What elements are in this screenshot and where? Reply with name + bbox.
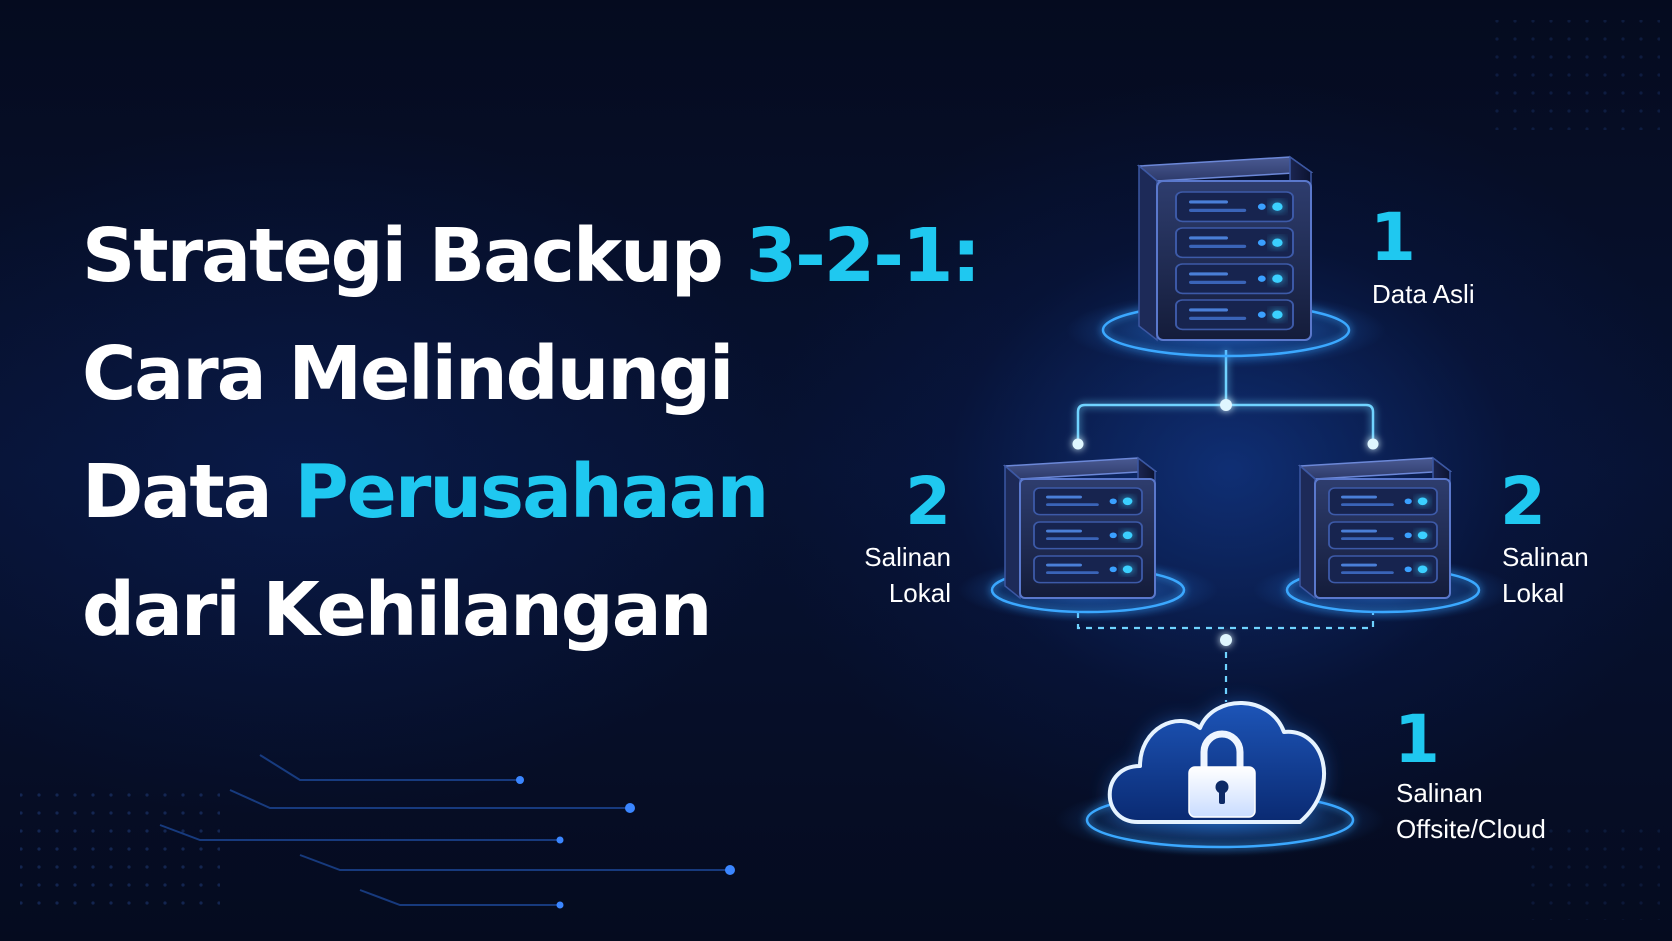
local-left-copy-count: 2 [905, 463, 951, 540]
local-right-copy-count: 2 [1500, 463, 1546, 540]
cloud-label-line-2: Offsite/Cloud [1396, 814, 1546, 844]
local-left-label-line-2: Lokal [889, 578, 951, 608]
local-right-label-line-1: Salinan [1502, 542, 1589, 572]
junction-dots [1072, 399, 1379, 646]
node-cloud: 1 Salinan Offsite/Cloud [1055, 701, 1546, 856]
dashed-connectors [1076, 612, 1375, 702]
server-icon [1003, 456, 1158, 600]
connectors [1072, 350, 1379, 702]
cloud-icon [1107, 701, 1326, 824]
headline-data-text: Data [82, 449, 295, 535]
local-left-label-line-1: Salinan [864, 542, 951, 572]
circuit-lines [159, 754, 730, 906]
dot-grid-top-right [1490, 20, 1660, 130]
server-icon [1298, 456, 1453, 600]
primary-copy-label: Data Asli [1372, 279, 1475, 309]
headline-line-3: Data Perusahaan [82, 449, 769, 535]
headline-company-accent: Perusahaan [294, 449, 769, 535]
node-local-left: 2 Salinan Lokal [864, 456, 1218, 622]
dot-grid-bottom-left [20, 790, 220, 910]
cloud-copy-count: 1 [1394, 701, 1440, 778]
circuit-nodes [516, 776, 735, 909]
headline-line-2: Cara Melindungi [82, 331, 734, 417]
primary-copy-count: 1 [1370, 199, 1416, 276]
server-icon [1137, 155, 1314, 342]
headline-strategy-text: Strategi Backup [82, 213, 746, 299]
lock-icon [1188, 730, 1256, 818]
cloud-label-line-1: Salinan [1396, 778, 1483, 808]
dot-grid-bottom-right [1520, 820, 1660, 920]
node-primary: 1 Data Asli [1066, 155, 1475, 368]
headline-line-4: dari Kehilangan [82, 567, 712, 653]
local-right-label-line-2: Lokal [1502, 578, 1564, 608]
node-local-right: 2 Salinan Lokal [1253, 456, 1589, 622]
headline-321-accent: 3-2-1: [745, 213, 981, 299]
headline: Strategi Backup 3-2-1: Cara Melindungi D… [82, 197, 981, 669]
headline-line-1: Strategi Backup 3-2-1: [82, 213, 981, 299]
